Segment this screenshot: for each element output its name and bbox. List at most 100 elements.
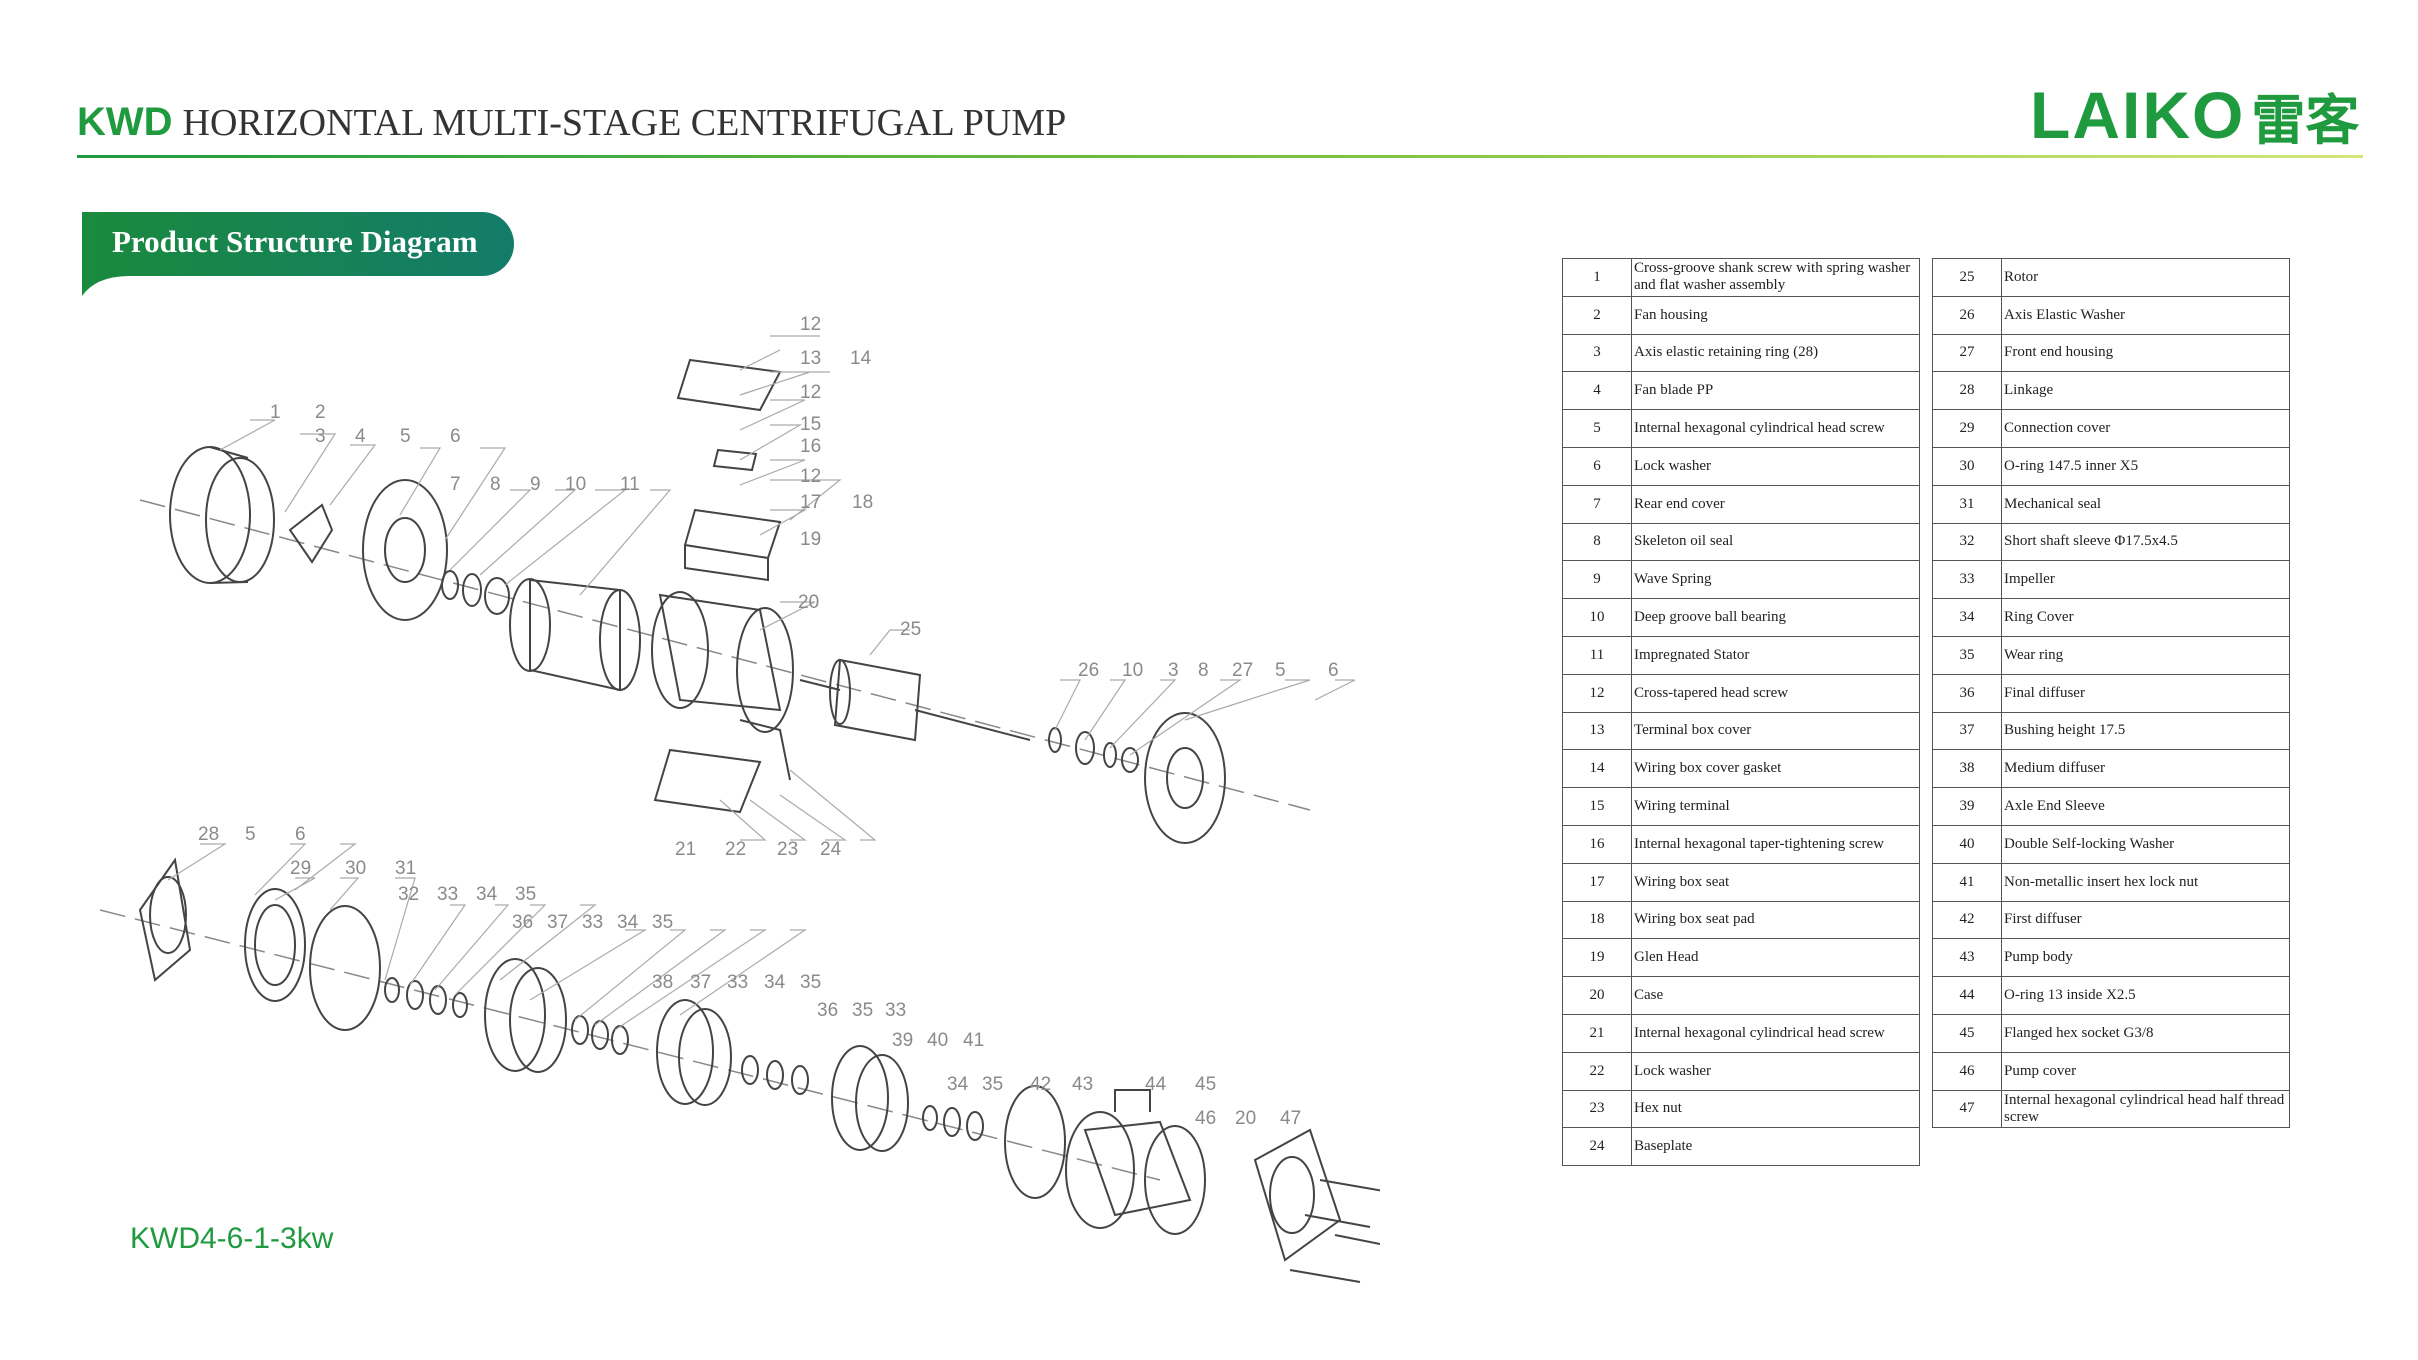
callout-41: 41 (963, 1030, 984, 1051)
part-name: Internal hexagonal cylindrical head scre… (1631, 1013, 1920, 1053)
part-name: Rear end cover (1631, 484, 1920, 524)
part-name: Deep groove ball bearing (1631, 598, 1920, 637)
part-number: 34 (1932, 598, 2002, 637)
model-label: KWD4-6-1-3kw (130, 1222, 334, 1255)
callout-14: 14 (850, 348, 872, 369)
callout-20b: 20 (1235, 1108, 1256, 1129)
callout-43: 43 (1072, 1074, 1093, 1095)
part-name: Front end housing (2001, 333, 2290, 373)
part-name: Bushing height 17.5 (2001, 711, 2290, 751)
part-name: Double Self-locking Washer (2001, 824, 2290, 864)
part-name: First diffuser (2001, 900, 2290, 940)
brand-logo-chinese: 雷客 (2251, 88, 2360, 152)
callout-8: 8 (490, 474, 501, 495)
callout-34b: 34 (617, 912, 639, 933)
part-number: 39 (1932, 787, 2002, 826)
part-name: Non-metallic insert hex lock nut (2001, 862, 2290, 902)
part-name: Fan housing (1631, 295, 1920, 335)
part-name: Lock washer (1631, 446, 1920, 486)
part-name: Internal hexagonal cylindrical head half… (2001, 1089, 2290, 1129)
callout-3: 3 (315, 426, 326, 447)
callout-3b: 3 (1168, 660, 1179, 681)
brand-logo-latin: LAIKO (2030, 78, 2246, 152)
part-name: Wiring box seat (1631, 862, 1920, 902)
callout-44: 44 (1145, 1074, 1167, 1095)
part-number: 21 (1562, 1013, 1632, 1053)
part-number: 30 (1932, 446, 2002, 486)
part-name: Baseplate (1631, 1127, 1920, 1167)
part-number: 6 (1562, 446, 1632, 486)
part-number: 8 (1562, 522, 1632, 562)
part-number: 31 (1932, 484, 2002, 524)
callout-27: 27 (1232, 660, 1253, 681)
part-name: Impeller (2001, 560, 2290, 600)
part-number: 24 (1562, 1127, 1632, 1167)
callout-34d: 34 (947, 1074, 969, 1095)
part-name: Glen Head (1631, 938, 1920, 978)
part-number: 38 (1932, 749, 2002, 789)
part-number: 16 (1562, 824, 1632, 864)
part-number: 44 (1932, 976, 2002, 1015)
part-name: Rotor (2001, 258, 2290, 297)
part-name: Mechanical seal (2001, 484, 2290, 524)
part-number: 18 (1562, 900, 1632, 940)
callout-7: 7 (450, 474, 461, 495)
callout-10: 10 (565, 474, 586, 495)
callout-12c: 12 (800, 466, 821, 487)
part-name: Short shaft sleeve Φ17.5x4.5 (2001, 522, 2290, 562)
part-name: Medium diffuser (2001, 749, 2290, 789)
part-number: 41 (1932, 862, 2002, 902)
callout-6c: 6 (295, 824, 306, 845)
callout-47: 47 (1280, 1108, 1301, 1129)
page-title-text: HORIZONTAL MULTI-STAGE CENTRIFUGAL PUMP (182, 102, 1067, 144)
part-number: 15 (1562, 787, 1632, 826)
exploded-diagram: 12 13 14 12 15 16 12 17 18 19 1 2 3 4 5 … (100, 314, 1380, 1283)
part-number: 22 (1562, 1051, 1632, 1091)
callout-6: 6 (450, 426, 461, 447)
part-name: Case (1631, 976, 1920, 1015)
callout-10b: 10 (1122, 660, 1143, 681)
part-name: Wiring terminal (1631, 787, 1920, 826)
callout-17: 17 (800, 492, 821, 513)
part-name: Cross-groove shank screw with spring was… (1631, 258, 1920, 297)
part-number: 32 (1932, 522, 2002, 562)
callout-11: 11 (620, 474, 640, 495)
callout-22: 22 (725, 839, 746, 860)
callout-35b: 35 (652, 912, 673, 933)
part-name: Skeleton oil seal (1631, 522, 1920, 562)
callout-24: 24 (820, 839, 842, 860)
callout-35: 35 (515, 884, 536, 905)
part-name: Hex nut (1631, 1089, 1920, 1129)
callout-18: 18 (852, 492, 873, 513)
part-name: Wiring box seat pad (1631, 900, 1920, 940)
callout-34c: 34 (764, 972, 786, 993)
part-number: 12 (1562, 673, 1632, 713)
callout-37b: 37 (690, 972, 711, 993)
part-number: 35 (1932, 635, 2002, 675)
part-number: 27 (1932, 333, 2002, 373)
